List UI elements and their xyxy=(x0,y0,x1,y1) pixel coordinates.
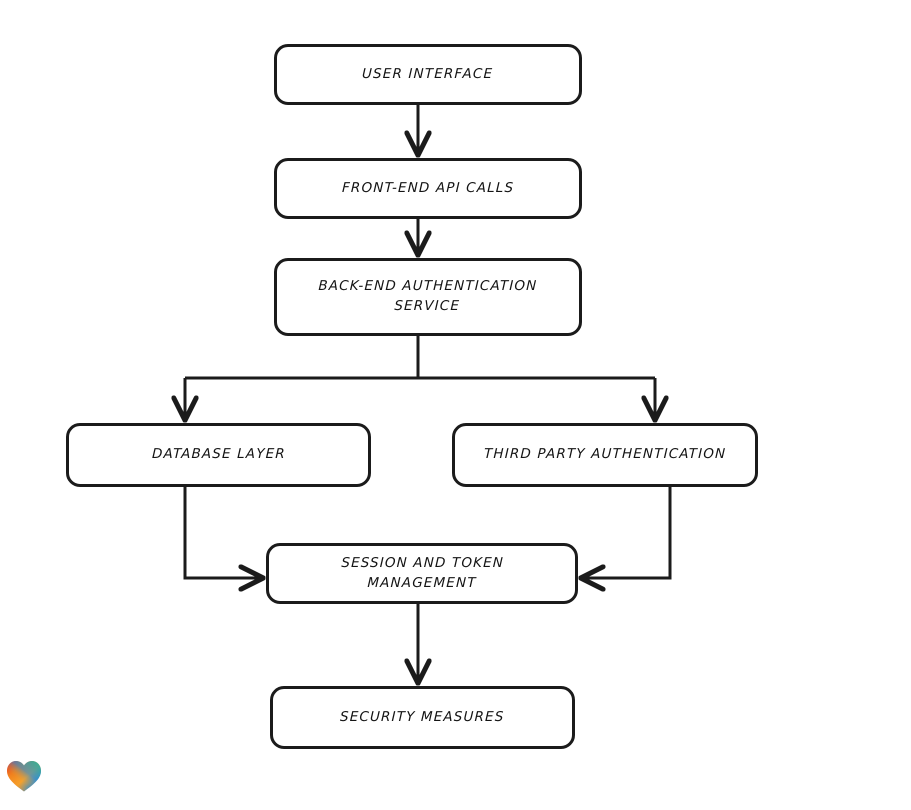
node-label: User Interface xyxy=(362,65,494,82)
node-label: Database Layer xyxy=(151,446,286,463)
node-session-and-token-management[interactable]: Session and Token Management xyxy=(266,543,578,604)
node-user-interface[interactable]: User Interface xyxy=(274,44,582,105)
node-label: Front-End API Calls xyxy=(341,179,515,196)
node-third-party-authentication[interactable]: Third Party Authentication xyxy=(452,423,758,487)
connector-thirdparty-to-session xyxy=(584,487,672,578)
heart-icon xyxy=(7,761,41,792)
node-front-end-api-calls[interactable]: Front-End API Calls xyxy=(274,158,582,219)
node-label: Session and Token Management xyxy=(340,554,504,591)
node-label: Security Measures xyxy=(340,708,506,725)
node-back-end-authentication-service[interactable]: Back-End Authentication Service xyxy=(274,258,582,336)
node-label: Back-End Authentication Service xyxy=(318,278,539,314)
node-label: Third Party Authentication xyxy=(483,446,727,463)
connector-database-to-session xyxy=(183,487,260,578)
node-database-layer[interactable]: Database Layer xyxy=(66,423,371,487)
node-security-measures[interactable]: Security Measures xyxy=(270,686,575,749)
